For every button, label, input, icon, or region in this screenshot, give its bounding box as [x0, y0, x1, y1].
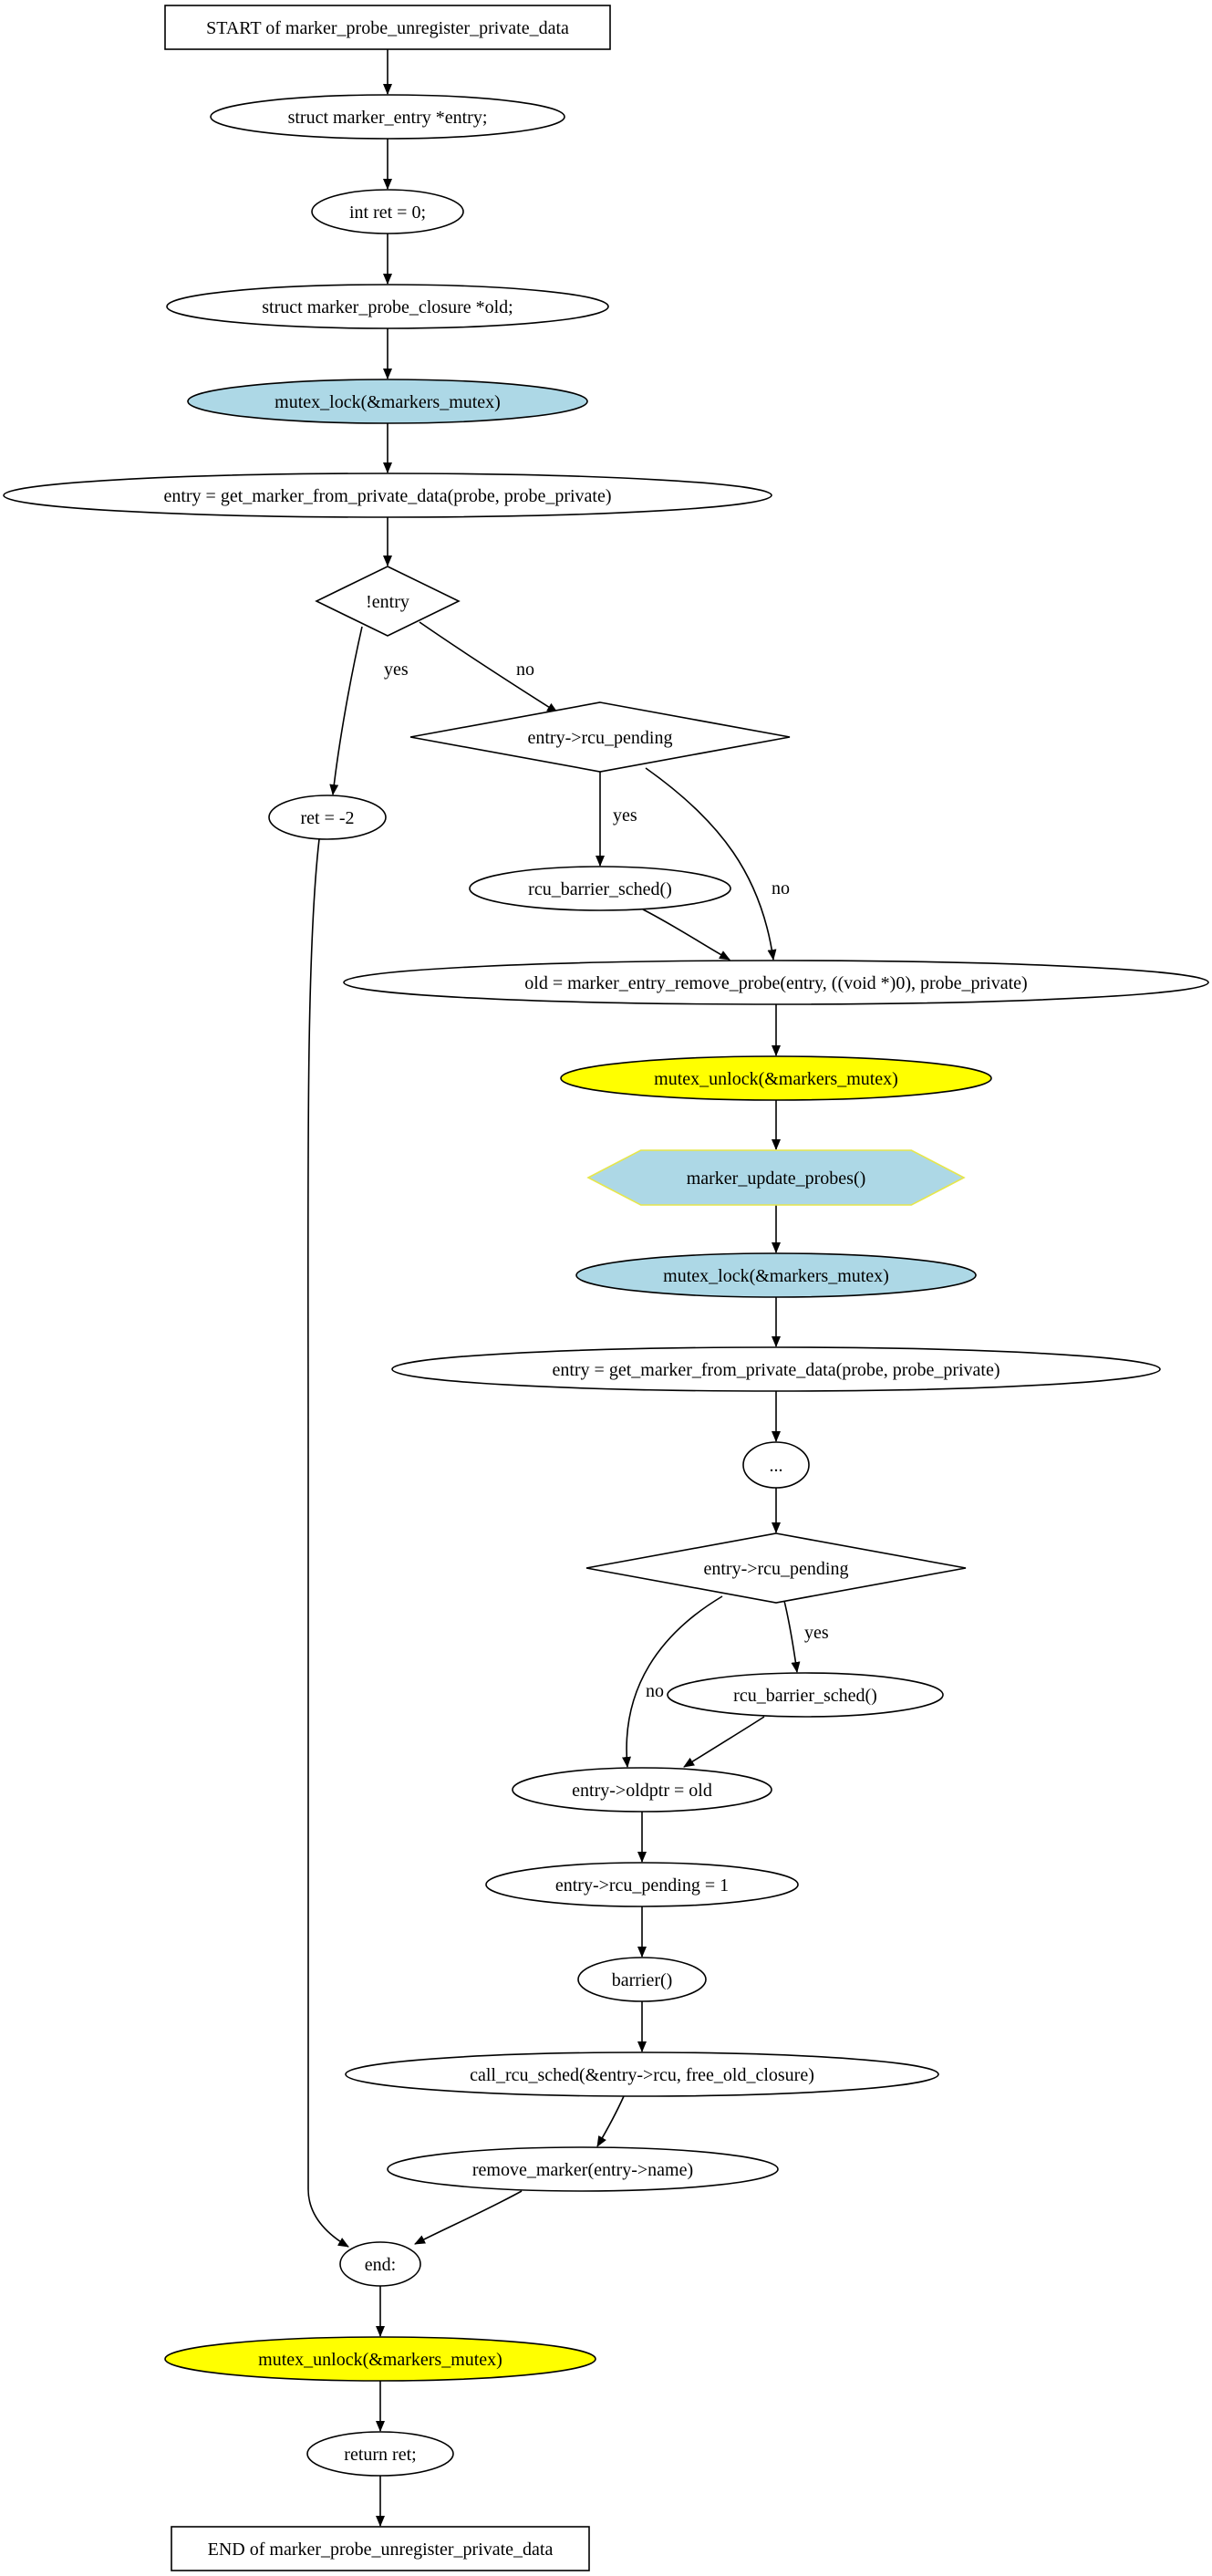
node-remove: remove_marker(entry->name)	[387, 2146, 779, 2192]
edge-d3-rcu2	[783, 1600, 801, 1673]
node-label: mutex_lock(&markers_mutex)	[663, 1266, 889, 1286]
node-label: ret = -2	[300, 808, 354, 828]
node-endbox: END of marker_probe_unregister_private_d…	[171, 2526, 590, 2571]
edge-d1-ret2	[329, 626, 363, 795]
node-oldptr: entry->oldptr = old	[512, 1767, 772, 1813]
node-label: remove_marker(entry->name)	[472, 2160, 693, 2180]
edge-label-yes: yes	[804, 1623, 829, 1643]
node-barrier: barrier()	[577, 1957, 707, 2002]
edge-label-no: no	[516, 660, 534, 680]
node-label: end:	[365, 2255, 396, 2275]
edge-remove-end	[414, 2190, 523, 2245]
node-label: mutex_unlock(&markers_mutex)	[654, 1069, 898, 1089]
node-retret: return ret;	[306, 2431, 454, 2477]
node-ret2: ret = -2	[268, 795, 387, 840]
node-label: barrier()	[612, 1970, 673, 1990]
edge-call-remove	[596, 2095, 625, 2147]
node-upd: marker_update_probes()	[586, 1149, 966, 1206]
edge-label-no: no	[772, 878, 790, 898]
node-label: entry->oldptr = old	[572, 1781, 712, 1801]
node-label: call_rcu_sched(&entry->rcu, free_old_clo…	[470, 2065, 814, 2085]
node-old: old = marker_entry_remove_probe(entry, (…	[343, 960, 1209, 1005]
node-label: int ret = 0;	[349, 203, 426, 223]
node-label: return ret;	[344, 2445, 416, 2465]
edge-label-yes: yes	[613, 805, 637, 826]
node-unlock1: mutex_unlock(&markers_mutex)	[560, 1055, 992, 1101]
node-lock2: mutex_lock(&markers_mutex)	[575, 1252, 977, 1298]
edge-d2-old	[645, 767, 777, 961]
node-label: mutex_unlock(&markers_mutex)	[258, 2350, 502, 2370]
node-label: rcu_barrier_sched()	[733, 1686, 877, 1706]
edge-label-yes: yes	[384, 660, 409, 680]
node-call: call_rcu_sched(&entry->rcu, free_old_clo…	[345, 2051, 939, 2097]
node-label: entry = get_marker_from_private_data(pro…	[163, 486, 611, 506]
node-d1: !entry	[315, 566, 461, 637]
node-label: struct marker_entry *entry;	[288, 108, 488, 128]
node-d3: entry->rcu_pending	[585, 1532, 967, 1604]
node-end: end:	[339, 2241, 421, 2287]
edge-rcu1-old	[642, 909, 730, 961]
node-dots: ...	[742, 1441, 810, 1489]
edge-ret2-end	[306, 838, 349, 2248]
edge-label-no: no	[646, 1681, 664, 1701]
node-label: marker_update_probes()	[687, 1169, 866, 1189]
node-n1: struct marker_entry *entry;	[210, 94, 565, 140]
node-start: START of marker_probe_unregister_private…	[164, 5, 611, 50]
node-n2: int ret = 0;	[311, 189, 464, 234]
node-pend: entry->rcu_pending = 1	[485, 1862, 799, 1907]
node-label: entry = get_marker_from_private_data(pro…	[552, 1360, 1000, 1380]
node-rcu1: rcu_barrier_sched()	[469, 866, 731, 911]
node-n3: struct marker_probe_closure *old;	[166, 284, 609, 329]
node-entry2: entry = get_marker_from_private_data(pro…	[391, 1346, 1161, 1392]
edge-d1-d2	[419, 621, 558, 713]
edge-d3-oldptr	[622, 1595, 723, 1768]
node-label: rcu_barrier_sched()	[528, 879, 672, 899]
node-d2: entry->rcu_pending	[409, 701, 791, 773]
edge-rcu2-oldptr	[683, 1716, 765, 1768]
node-rcu2: rcu_barrier_sched()	[667, 1672, 944, 1718]
node-label: struct marker_probe_closure *old;	[262, 297, 513, 317]
node-label: entry->rcu_pending	[703, 1559, 848, 1579]
node-label: !entry	[366, 592, 409, 612]
node-label: entry->rcu_pending = 1	[555, 1875, 729, 1896]
node-label: old = marker_entry_remove_probe(entry, (…	[524, 973, 1027, 993]
node-n4: mutex_lock(&markers_mutex)	[187, 379, 588, 424]
node-label: START of marker_probe_unregister_private…	[206, 18, 569, 38]
node-label: mutex_lock(&markers_mutex)	[275, 392, 501, 412]
node-label: entry->rcu_pending	[527, 728, 672, 748]
node-label: ...	[770, 1456, 783, 1476]
node-n5: entry = get_marker_from_private_data(pro…	[3, 473, 772, 518]
node-label: END of marker_probe_unregister_private_d…	[208, 2540, 554, 2560]
node-unlock2: mutex_unlock(&markers_mutex)	[164, 2336, 596, 2382]
